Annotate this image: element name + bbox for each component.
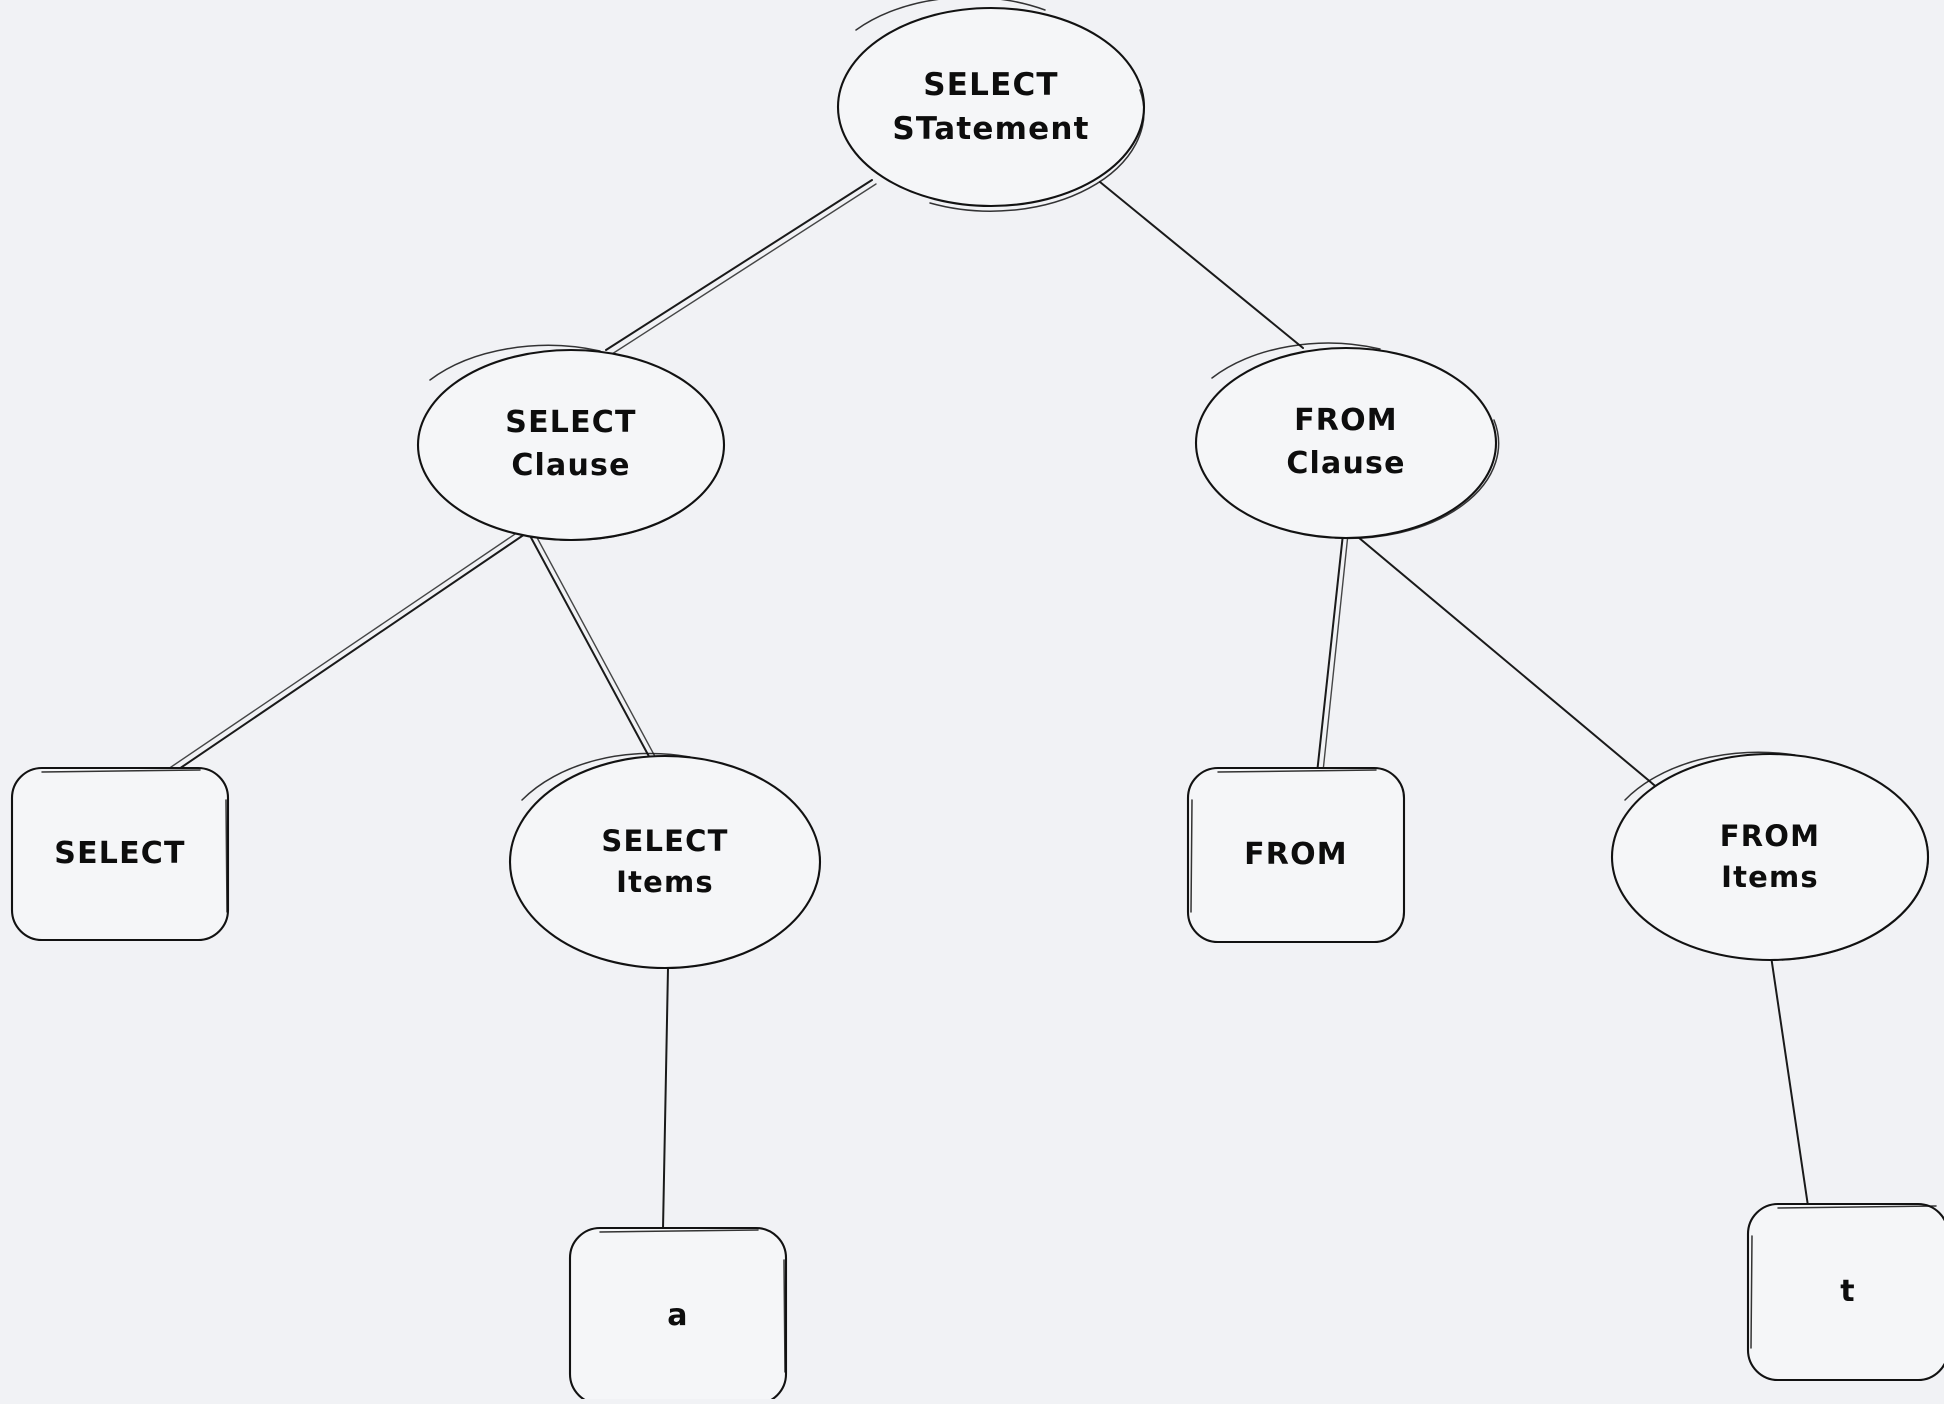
node-select-clause[interactable] — [416, 344, 726, 542]
edge-fromitems-t — [1770, 955, 1809, 1207]
node-table-t[interactable] — [1746, 1202, 1944, 1382]
edges-layer — [142, 179, 1809, 1230]
nodes-layer — [10, 0, 1944, 1399]
node-from-items[interactable] — [1610, 751, 1930, 962]
edge-stmt-select-clause — [605, 179, 877, 355]
edge-selitems-a — [662, 967, 669, 1230]
node-from-terminal[interactable] — [1186, 766, 1406, 944]
edge-stmt-from-clause — [1099, 181, 1304, 349]
node-from-clause[interactable] — [1194, 342, 1500, 540]
edge-fromclause-items — [1351, 531, 1716, 837]
node-column-a[interactable] — [568, 1226, 788, 1399]
node-select-terminal[interactable] — [10, 766, 230, 942]
edge-selclause-select — [142, 529, 526, 791]
node-select-items[interactable] — [508, 752, 822, 970]
node-select-statement[interactable] — [836, 0, 1146, 212]
